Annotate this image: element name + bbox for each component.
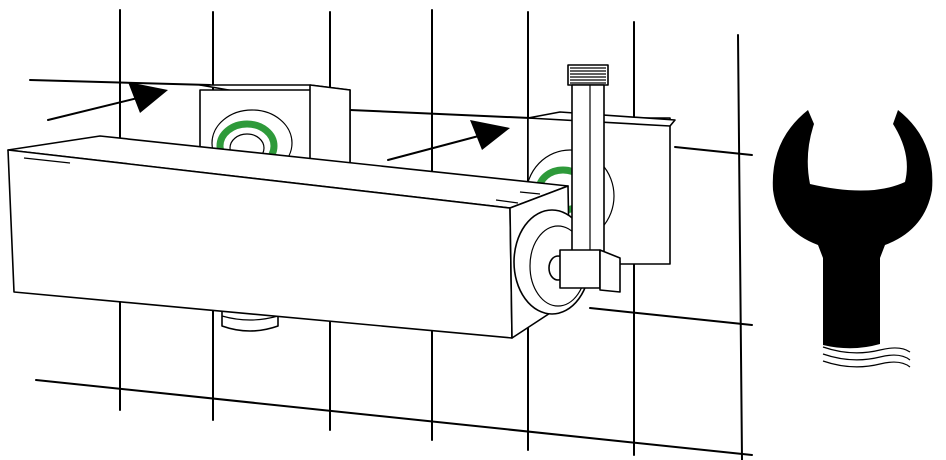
arrow-right bbox=[387, 120, 510, 161]
mixer-body bbox=[7, 135, 591, 339]
arrow-left bbox=[47, 82, 168, 121]
wrench-icon: 32 bbox=[772, 110, 933, 368]
wrench-size-label: 32 bbox=[822, 138, 878, 198]
allen-key-tool bbox=[559, 64, 621, 293]
